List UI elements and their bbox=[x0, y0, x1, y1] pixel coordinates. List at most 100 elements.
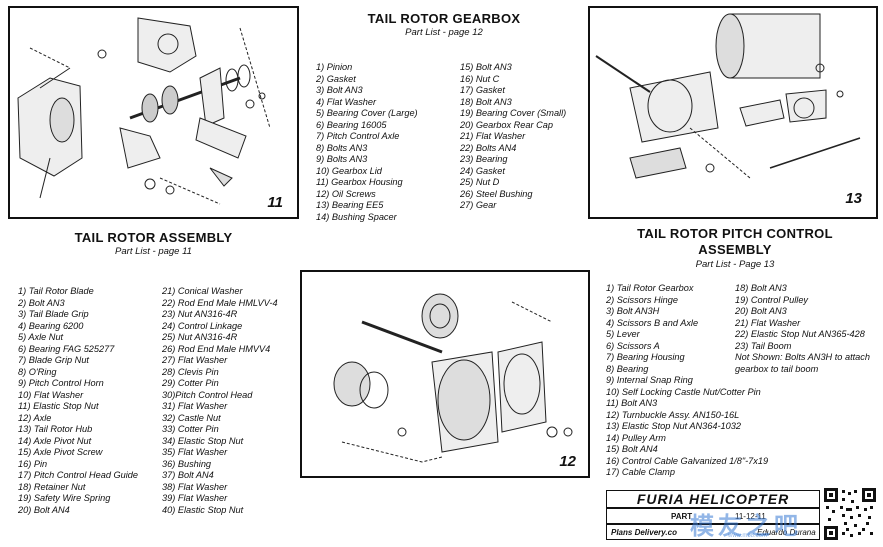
list-item: 10) Self Locking Castle Nut/Cotter Pin bbox=[606, 386, 761, 397]
exploded-view-drawing-13 bbox=[595, 13, 861, 179]
list-item: 6) Scissors A bbox=[606, 340, 660, 351]
list-item: 32) Castle Nut bbox=[162, 412, 221, 423]
list-item: 12) Axle bbox=[18, 412, 52, 423]
figure-11-tail-rotor-assembly-drawing: 11 bbox=[8, 6, 299, 219]
list-item: 28) Clevis Pin bbox=[162, 366, 219, 377]
list-item: 11) Bolt AN3 bbox=[606, 398, 658, 408]
qr-code-icon bbox=[824, 488, 876, 540]
list-item: 20) Bolt AN3 bbox=[735, 306, 787, 316]
list-item: 8) O'Ring bbox=[18, 366, 57, 377]
list-item: 1) Pinion bbox=[316, 62, 353, 72]
list-item: 6) Bearing FAG 525277 bbox=[18, 343, 115, 354]
exploded-view-drawing-12 bbox=[333, 293, 573, 463]
list-item: 16) Nut C bbox=[460, 73, 500, 84]
list-item: 11) Gearbox Housing bbox=[316, 177, 403, 187]
list-item: 9) Internal Snap Ring bbox=[606, 375, 693, 385]
list-item: 25) Nut D bbox=[460, 177, 500, 187]
list-item: 19) Safety Wire Spring bbox=[18, 493, 111, 503]
list-item: 21) Flat Washer bbox=[460, 131, 526, 141]
title-block-brand-row: FURIA HELICOPTER bbox=[606, 490, 820, 508]
watermark-text: 模友之吧 bbox=[690, 513, 802, 540]
list-item: 30)Pitch Control Head bbox=[162, 389, 253, 400]
list-item: 12) Oil Screws bbox=[316, 188, 376, 199]
list-item: 20) Bolt AN4 bbox=[18, 504, 70, 515]
gearbox-part-list-col1: 1) Pinion 2) Gasket 3) Bolt AN3 4) Flat … bbox=[316, 62, 418, 223]
list-item: 15) Bolt AN4 bbox=[606, 444, 658, 454]
list-item: 14) Bushing Spacer bbox=[316, 211, 397, 222]
gearbox-subtitle: Part List - page 12 bbox=[405, 27, 483, 38]
list-item: 8) Bolts AN3 bbox=[316, 142, 368, 153]
list-item: 21) Conical Washer bbox=[162, 286, 243, 296]
list-item: 27) Flat Washer bbox=[162, 355, 228, 365]
list-item: 40) Elastic Stop Nut bbox=[162, 504, 244, 515]
list-item: 1) Tail Rotor Blade bbox=[18, 286, 94, 296]
list-item: 3) Tail Blade Grip bbox=[18, 309, 89, 319]
list-item: 34) Elastic Stop Nut bbox=[162, 435, 244, 446]
list-item: 9) Pitch Control Horn bbox=[18, 378, 104, 388]
list-item: 5) Lever bbox=[606, 329, 640, 339]
list-item: 2) Gasket bbox=[316, 73, 356, 84]
list-item: 7) Bearing Housing bbox=[606, 352, 685, 362]
list-item: 16) Pin bbox=[18, 458, 48, 469]
list-item: 15) Axle Pivot Screw bbox=[18, 447, 103, 457]
list-item: 27) Gear bbox=[460, 200, 497, 210]
title-block-plans-row: Plans Delivery.co Eduardo Durana bbox=[606, 524, 820, 540]
pitch-title-line2: ASSEMBLY bbox=[698, 242, 772, 257]
list-item: 22) Elastic Stop Nut AN365-428 bbox=[735, 329, 865, 339]
list-item: 6) Bearing 16005 bbox=[316, 119, 387, 130]
list-item: 23) Bearing bbox=[460, 154, 508, 164]
gearbox-part-list-col2: 15) Bolt AN3 16) Nut C 17) Gasket 18) Bo… bbox=[460, 62, 566, 212]
list-item: 35) Flat Washer bbox=[162, 447, 228, 457]
title-block-part-row: PART 11-12-11 bbox=[606, 508, 820, 524]
list-item: 3) Bolt AN3H bbox=[606, 306, 660, 316]
list-item: 31) Flat Washer bbox=[162, 401, 228, 411]
figure-13-pitch-control-drawing: 13 bbox=[588, 6, 878, 219]
exploded-view-drawing-11 bbox=[17, 17, 271, 205]
list-item: 4) Scissors B and Axle bbox=[606, 317, 699, 328]
credit-text: Eduardo Durana bbox=[757, 528, 816, 537]
list-item: 33) Cotter Pin bbox=[162, 424, 219, 434]
list-item: 19) Control Pulley bbox=[735, 294, 809, 305]
list-item: 5) Bearing Cover (Large) bbox=[316, 108, 418, 118]
date-fragment: 11-12-11 bbox=[735, 512, 766, 521]
list-item: 8) Bearing bbox=[606, 363, 649, 374]
pitch-part-list-col2: 18) Bolt AN3 19) Control Pulley 20) Bolt… bbox=[735, 283, 870, 375]
list-item: 13) Elastic Stop Nut AN364-1032 bbox=[606, 421, 741, 431]
list-item: 5) Axle Nut bbox=[18, 332, 64, 342]
list-item: 7) Blade Grip Nut bbox=[18, 355, 89, 365]
list-item: 29) Cotter Pin bbox=[162, 378, 219, 388]
list-item: 21) Flat Washer bbox=[735, 317, 801, 328]
list-item: 38) Flat Washer bbox=[162, 481, 228, 492]
pitch-subtitle: Part List - Page 13 bbox=[695, 259, 775, 270]
list-item: 13) Bearing EE5 bbox=[316, 200, 384, 210]
list-item: 3) Bolt AN3 bbox=[316, 85, 363, 95]
list-item: 26) Rod End Male HMVV4 bbox=[162, 343, 271, 354]
gearbox-title: TAIL ROTOR GEARBOX bbox=[367, 11, 521, 26]
list-item: 14) Axle Pivot Nut bbox=[18, 435, 92, 446]
list-item: 16) Control Cable Galvanized 1/8"-7x19 bbox=[606, 455, 769, 466]
plans-delivery-text: Plans Delivery.co bbox=[611, 528, 677, 537]
pitch-title-line1: TAIL ROTOR PITCH CONTROL bbox=[637, 226, 833, 241]
figure-number-13: 13 bbox=[845, 190, 862, 207]
list-item: 4) Bearing 6200 bbox=[18, 320, 84, 331]
assembly-subtitle: Part List - page 11 bbox=[115, 246, 192, 257]
watermark-logo: 模友之吧 www.mo8.com bbox=[680, 504, 820, 544]
figure-number-11: 11 bbox=[267, 194, 283, 211]
list-item: 13) Tail Rotor Hub bbox=[18, 424, 93, 434]
list-item: gearbox to tail boom bbox=[735, 363, 819, 374]
list-item: 18) Bolt AN3 bbox=[460, 96, 512, 107]
part-label: PART bbox=[671, 512, 693, 521]
list-item: 17) Pitch Control Head Guide bbox=[18, 470, 139, 480]
list-item: 22) Rod End Male HMLVV-4 bbox=[162, 297, 278, 308]
list-item: 14) Pulley Arm bbox=[606, 432, 666, 443]
list-item: 10) Gearbox Lid bbox=[316, 165, 382, 176]
list-item: 39) Flat Washer bbox=[162, 493, 228, 503]
list-item: 10) Flat Washer bbox=[18, 389, 84, 400]
list-item: 12) Turnbuckle Assy. AN150-16L bbox=[606, 409, 740, 420]
list-item: 25) Nut AN316-4R bbox=[162, 332, 238, 342]
list-item: 26) Steel Bushing bbox=[460, 188, 533, 199]
list-item: 9) Bolts AN3 bbox=[316, 154, 368, 164]
brand-name: FURIA HELICOPTER bbox=[636, 491, 790, 507]
pitch-part-list-col1: 1) Tail Rotor Gearbox 2) Scissors Hinge … bbox=[606, 283, 768, 479]
list-item: 1) Tail Rotor Gearbox bbox=[606, 283, 694, 293]
